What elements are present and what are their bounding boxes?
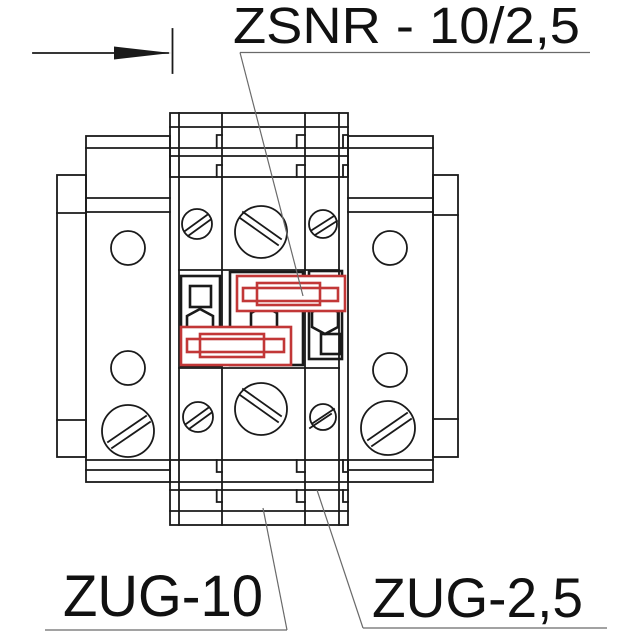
- rail-notch: [342, 459, 349, 473]
- rail-notch: [295, 164, 306, 178]
- screw-circle: [182, 401, 214, 433]
- screw-slot: [238, 216, 280, 247]
- mounting-hole: [110, 230, 146, 266]
- screw-slot: [238, 393, 280, 424]
- screw-head-small: [181, 208, 213, 240]
- bottom-rail: [169, 459, 349, 526]
- screw-slot: [310, 214, 336, 232]
- cross-connector-lower-highlight: [179, 325, 293, 367]
- clamp-screws-bottom: [182, 382, 337, 436]
- zug25-part-label: ZUG-2,5: [372, 566, 583, 629]
- right-flange-outline: [347, 135, 434, 483]
- rail-notch: [215, 459, 223, 473]
- screw-head-left-flange: [101, 404, 155, 458]
- rail-notch: [215, 164, 223, 178]
- rail-notch: [215, 489, 223, 503]
- connector-bar: [185, 337, 286, 354]
- screw-circle: [360, 400, 416, 456]
- screw-slot: [241, 387, 283, 418]
- screw-head-small: [308, 209, 339, 239]
- screw-slot: [110, 420, 152, 450]
- rail-notch: [342, 164, 349, 178]
- clamp-square: [188, 284, 213, 309]
- top-rail: [169, 112, 349, 178]
- connector-bar-body: [198, 332, 266, 359]
- mounting-hole: [372, 352, 408, 388]
- zug10-part-label: ZUG-10: [63, 564, 263, 629]
- connector-bar-body: [255, 281, 322, 307]
- annotation-lines: [45, 51, 607, 631]
- zug25-leader-line: [316, 489, 364, 629]
- screw-slot: [313, 219, 339, 237]
- rail-notch: [295, 134, 306, 149]
- zsnr-leader-line: [239, 52, 304, 297]
- top-rail-outline: [169, 112, 349, 178]
- screw-slot: [366, 411, 409, 442]
- screw-head-large: [234, 382, 288, 436]
- clamp-square: [319, 332, 342, 356]
- screw-circle: [181, 208, 213, 240]
- screw-head-small: [182, 401, 214, 433]
- left-flange: [85, 135, 171, 483]
- screw-circle: [234, 382, 288, 436]
- screw-slot: [183, 213, 209, 233]
- screw-slot: [308, 412, 333, 430]
- screw-slot: [187, 411, 213, 431]
- screw-circle: [101, 404, 155, 458]
- rail-notch: [342, 489, 349, 503]
- rail-notch: [342, 134, 349, 149]
- rail-notch: [215, 134, 223, 149]
- arrow-head: [114, 46, 171, 60]
- screw-slot: [106, 414, 148, 444]
- screw-slot: [184, 406, 210, 426]
- screw-slot: [311, 407, 336, 425]
- bottom-rail-outline: [169, 459, 349, 526]
- left-flange-outline: [85, 135, 171, 483]
- screw-slot: [186, 218, 212, 238]
- screw-circle: [309, 403, 337, 431]
- screw-head-small: [308, 403, 337, 431]
- rail-notch: [295, 459, 306, 473]
- mounting-hole: [372, 230, 408, 266]
- rail-notch: [295, 489, 306, 503]
- connector-bar: [241, 286, 340, 303]
- screw-circle: [308, 209, 338, 239]
- zsnr-part-label: ZSNR - 10/2,5: [233, 0, 580, 54]
- screw-head-right-flange: [360, 400, 416, 456]
- right-flange: [347, 135, 434, 483]
- screw-slot: [370, 417, 413, 448]
- cross-connector-upper-highlight: [235, 274, 347, 313]
- mounting-hole: [110, 350, 146, 386]
- screw-slot: [241, 210, 283, 241]
- insert-outline: [307, 269, 344, 361]
- zug10-leader-line: [262, 507, 288, 631]
- direction-arrow-icon: [32, 28, 174, 74]
